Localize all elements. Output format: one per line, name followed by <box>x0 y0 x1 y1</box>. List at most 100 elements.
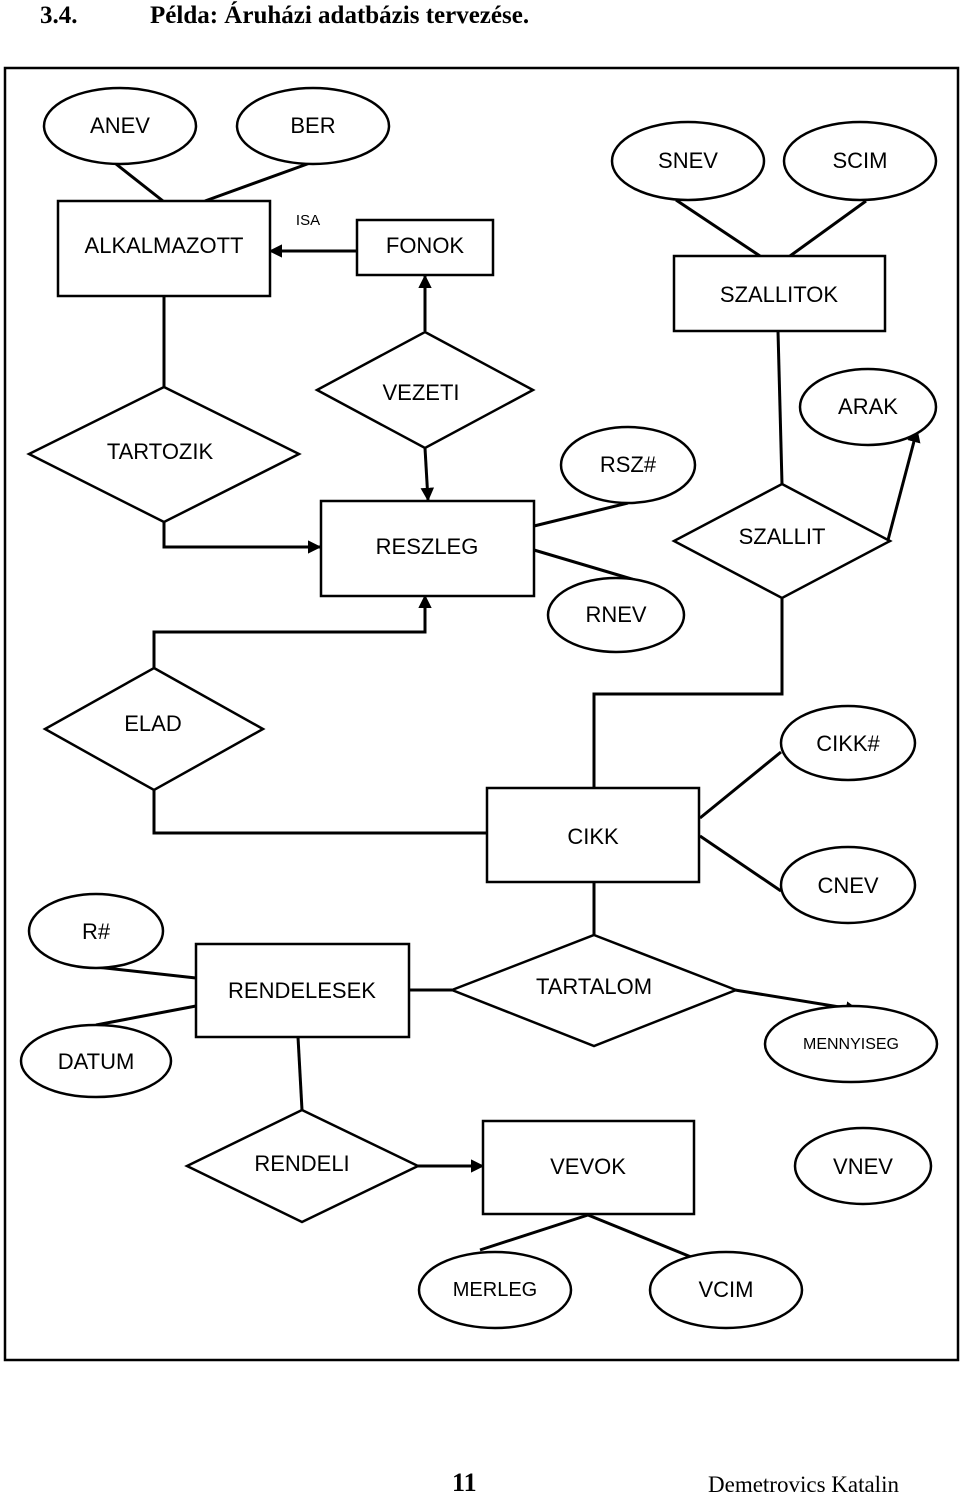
ber-connector <box>204 161 311 203</box>
entity-fonok-box <box>355 218 495 277</box>
elad-cikk-connector <box>152 790 487 835</box>
attribute-merleg-label: MERLEG <box>453 1279 537 1301</box>
rendelesek-rendeli-connector <box>296 1036 304 1111</box>
scim-connector <box>789 199 867 258</box>
attribute-scim: SCIM <box>782 120 938 202</box>
attribute-vnev-label: VNEV <box>833 1154 893 1179</box>
entity-vevok-label: VEVOK <box>550 1154 626 1179</box>
relationship-rendeli-label: RENDELI <box>254 1151 349 1176</box>
entity-rendelesek-label: RENDELESEK <box>228 978 376 1003</box>
page-heading: 3.4. Példa: Áruházi adatbázis tervezése. <box>40 2 529 30</box>
relationship-tartalom-diamond <box>448 933 740 1048</box>
szallit-arak-arrow <box>886 428 921 541</box>
attribute-scim-ellipse <box>782 120 938 202</box>
attribute-rnev: RNEV <box>546 576 686 654</box>
connectors <box>95 161 921 1261</box>
snev-connector <box>675 198 761 258</box>
relationship-szallit-label: SZALLIT <box>739 524 826 549</box>
cikkid-connector <box>699 750 782 820</box>
merleg-connector <box>479 1213 589 1252</box>
attribute-cikkid: CIKK# <box>779 704 917 782</box>
entity-fonok: FONOK <box>355 218 495 277</box>
relationship-tartozik-label: TARTOZIK <box>107 439 214 464</box>
relationship-rendeli: RENDELI <box>184 1108 421 1224</box>
vezeti-reszleg-arrow <box>420 447 435 502</box>
entity-szallitok-label: SZALLITOK <box>720 282 839 307</box>
relationship-tartozik: TARTOZIK <box>26 385 302 524</box>
entity-szallitok: SZALLITOK <box>672 254 887 333</box>
attribute-cnev-ellipse <box>779 845 917 925</box>
attribute-cikkid-ellipse <box>779 704 917 782</box>
relationship-elad-diamond <box>42 666 266 792</box>
entity-cikk-label: CIKK <box>567 824 619 849</box>
attribute-datum-label: DATUM <box>58 1049 135 1074</box>
relationship-szallit: SZALLIT <box>671 482 893 600</box>
entity-alkalmazott-label: ALKALMAZOTT <box>85 233 244 258</box>
attributes: ANEV BER SNEV SCIM ARAK RSZ# RNEV CIKK# <box>19 86 939 1330</box>
attribute-vcim: VCIM <box>648 1250 804 1330</box>
isa-label: ISA <box>296 212 320 229</box>
attribute-mennyiseg: MENNYISEG <box>763 1004 939 1084</box>
attribute-rsz: RSZ# <box>559 425 697 505</box>
attribute-rid-ellipse <box>27 892 165 970</box>
attribute-arak-ellipse <box>798 367 938 447</box>
relationship-elad-label: ELAD <box>124 711 181 736</box>
entity-alkalmazott: ALKALMAZOTT <box>56 199 272 298</box>
section-number: 3.4. <box>40 2 78 29</box>
attribute-vnev: VNEV <box>793 1126 933 1206</box>
relationship-tartozik-diamond <box>26 385 302 524</box>
relationship-rendeli-diamond <box>184 1108 421 1224</box>
entity-reszleg: RESZLEG <box>319 499 536 598</box>
relationship-szallit-diamond <box>671 482 893 600</box>
relationship-tartalom-label: TARTALOM <box>536 974 652 999</box>
attribute-arak: ARAK <box>798 367 938 447</box>
entity-rendelesek: RENDELESEK <box>194 942 411 1039</box>
attribute-ber: BER <box>235 86 391 166</box>
footer-author: Demetrovics Katalin <box>708 1472 899 1497</box>
attribute-scim-label: SCIM <box>833 148 888 173</box>
relationships: TARTOZIK VEZETI SZALLIT ELAD TARTALOM RE… <box>26 330 893 1224</box>
attribute-rnev-label: RNEV <box>585 602 646 627</box>
attribute-anev-ellipse <box>42 86 198 166</box>
attribute-vnev-ellipse <box>793 1126 933 1206</box>
rid-connector <box>95 965 197 980</box>
diagram-frame <box>3 66 960 1362</box>
rnev-connector <box>533 548 636 582</box>
attribute-rid-label: R# <box>82 919 111 944</box>
attribute-cnev-label: CNEV <box>817 873 878 898</box>
entity-alkalmazott-box <box>56 199 272 298</box>
entity-reszleg-box <box>319 499 536 598</box>
attribute-mennyiseg-ellipse <box>763 1004 939 1084</box>
attribute-rsz-ellipse <box>559 425 697 505</box>
entity-reszleg-label: RESZLEG <box>376 534 479 559</box>
section-title: Példa: Áruházi adatbázis tervezése. <box>150 2 530 29</box>
entity-vevok-box <box>481 1119 696 1216</box>
entity-fonok-label: FONOK <box>386 233 465 258</box>
relationship-vezeti-label: VEZETI <box>382 380 459 405</box>
attribute-arak-label: ARAK <box>838 394 898 419</box>
attribute-mennyiseg-label: MENNYISEG <box>803 1036 899 1053</box>
attribute-cikkid-label: CIKK# <box>816 731 880 756</box>
attribute-ber-ellipse <box>235 86 391 166</box>
szallit-cikk-connector <box>592 598 784 788</box>
attribute-vcim-ellipse <box>648 1250 804 1330</box>
attribute-rsz-label: RSZ# <box>600 452 657 477</box>
attribute-rid: R# <box>27 892 165 970</box>
attribute-merleg-ellipse <box>417 1250 573 1330</box>
page-number: 11 <box>452 1468 477 1497</box>
relationship-vezeti: VEZETI <box>314 330 536 450</box>
relationship-vezeti-diamond <box>314 330 536 450</box>
elad-reszleg-arrow <box>152 594 432 668</box>
entity-cikk: CIKK <box>485 786 701 884</box>
attribute-snev-label: SNEV <box>658 148 718 173</box>
relationship-tartalom: TARTALOM <box>448 933 740 1048</box>
attribute-datum-ellipse <box>19 1023 173 1099</box>
attribute-merleg: MERLEG <box>417 1250 573 1330</box>
anev-connector <box>115 162 164 203</box>
cnev-connector <box>699 834 782 893</box>
attribute-anev-label: ANEV <box>90 113 150 138</box>
attribute-snev-ellipse <box>610 120 766 202</box>
attribute-rnev-ellipse <box>546 576 686 654</box>
attribute-snev: SNEV <box>610 120 766 202</box>
